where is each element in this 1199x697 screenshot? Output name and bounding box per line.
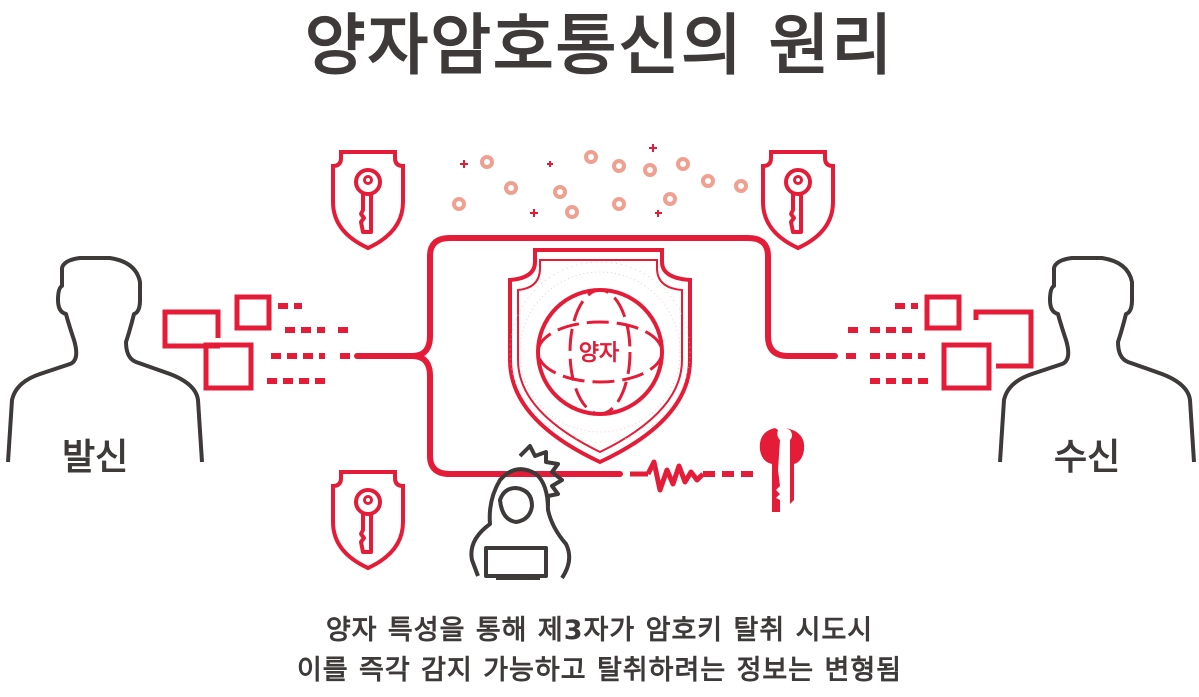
key-shield-top-left <box>331 150 405 250</box>
receiver-dashes <box>846 303 928 384</box>
sender-label: 발신 <box>62 437 129 478</box>
sender-person-icon <box>6 256 204 463</box>
sender-data-packets <box>162 294 272 391</box>
key-shield-bottom-left <box>331 470 405 570</box>
receiver-person-icon <box>998 256 1196 463</box>
quantum-badge-label: 양자 <box>578 341 620 366</box>
broken-key-icon <box>759 428 805 512</box>
globe-shield-icon <box>508 248 692 465</box>
hooded-hacker-icon <box>469 444 572 580</box>
zigzag-noise-icon <box>630 459 760 493</box>
caption-line-1: 양자 특성을 통해 제3자가 암호키 탈취 시도시 <box>325 615 874 646</box>
sender-dashes <box>267 303 350 384</box>
caption-line-2: 이를 즉각 감지 가능하고 탈취하려는 정보는 변형됨 <box>296 655 903 686</box>
page-title: 양자암호통신의 원리 <box>304 7 895 84</box>
quantum-channel-lines <box>354 235 838 477</box>
particle-plus-marks <box>460 144 662 217</box>
key-shield-top-right <box>761 150 835 250</box>
photon-particles <box>452 150 748 219</box>
receiver-data-packets <box>924 294 1034 391</box>
receiver-label: 수신 <box>1054 437 1121 478</box>
